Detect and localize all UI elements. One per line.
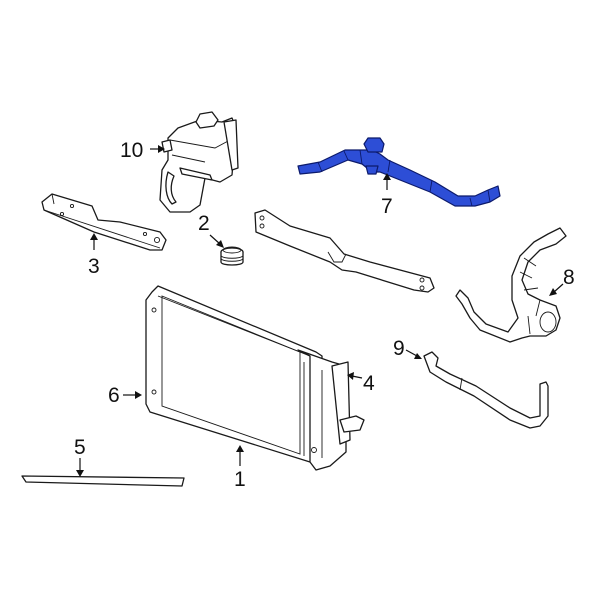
callout-6[interactable]: 6 [108, 384, 120, 407]
lower-seal-part[interactable] [21, 475, 185, 487]
callout-labels: 10 7 3 2 8 9 4 6 5 1 [74, 139, 575, 491]
callout-leaders [76, 145, 564, 477]
callout-4[interactable]: 4 [363, 372, 375, 395]
side-seal-part[interactable] [41, 193, 167, 251]
callout-9[interactable]: 9 [393, 337, 405, 360]
radiator-part[interactable] [145, 285, 365, 471]
callout-3[interactable]: 3 [88, 255, 100, 278]
insulator-part[interactable] [220, 246, 244, 266]
callout-5[interactable]: 5 [74, 436, 86, 459]
overflow-hose-part[interactable] [423, 351, 549, 429]
callout-8[interactable]: 8 [563, 266, 575, 289]
callout-10[interactable]: 10 [120, 139, 143, 162]
reservoir-part[interactable] [159, 111, 239, 213]
callout-1[interactable]: 1 [234, 468, 246, 491]
center-bracket-part[interactable] [254, 209, 435, 293]
upper-hose-part[interactable] [297, 137, 501, 207]
callout-7[interactable]: 7 [381, 195, 393, 218]
callout-2[interactable]: 2 [198, 212, 210, 235]
lower-hose-part[interactable] [455, 227, 567, 343]
